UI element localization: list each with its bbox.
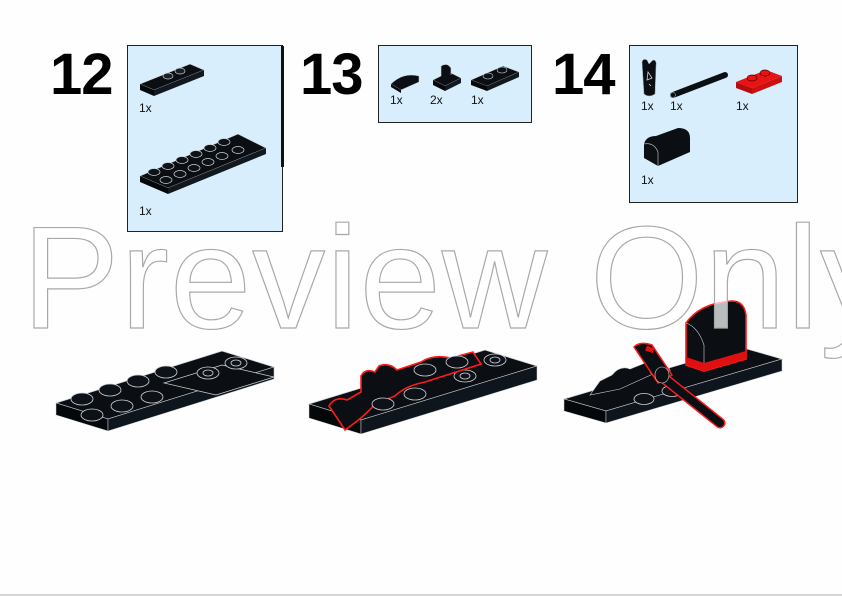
step-number-13: 13 bbox=[300, 42, 364, 107]
bar-icon bbox=[670, 72, 728, 99]
bar-holder-clip-icon bbox=[641, 59, 657, 97]
step-number-14: 14 bbox=[552, 42, 616, 107]
qty-label: 1x bbox=[139, 101, 152, 115]
plate-2x6-icon bbox=[139, 133, 267, 194]
parts-list-step-14: 1x 1x 1x 1x bbox=[629, 45, 798, 203]
plate-clip-icon bbox=[432, 64, 462, 91]
qty-label: 2x bbox=[430, 93, 443, 107]
parts-list-step-12: 1x 1x bbox=[127, 45, 283, 232]
qty-label: 1x bbox=[670, 99, 683, 113]
model-step-13 bbox=[307, 349, 539, 435]
qty-label: 1x bbox=[641, 99, 654, 113]
plate-1x2-red-icon bbox=[736, 69, 782, 94]
plate-1x2-icon bbox=[470, 65, 520, 91]
qty-label: 1x bbox=[736, 99, 749, 113]
step-number-12: 12 bbox=[50, 42, 114, 107]
parts-list-step-13: 1x 2x 1x bbox=[378, 45, 532, 123]
qty-label: 1x bbox=[641, 173, 654, 187]
model-step-14 bbox=[562, 300, 784, 429]
qty-label: 1x bbox=[471, 93, 484, 107]
qty-label: 1x bbox=[139, 204, 152, 218]
plate-1x3-icon bbox=[139, 63, 205, 96]
qty-label: 1x bbox=[390, 93, 403, 107]
model-step-12 bbox=[54, 350, 276, 432]
box-edge-bar bbox=[281, 46, 284, 167]
curved-slope-icon bbox=[643, 128, 690, 166]
page-bottom-edge bbox=[0, 594, 842, 596]
quarter-round-tile-icon bbox=[390, 74, 420, 93]
